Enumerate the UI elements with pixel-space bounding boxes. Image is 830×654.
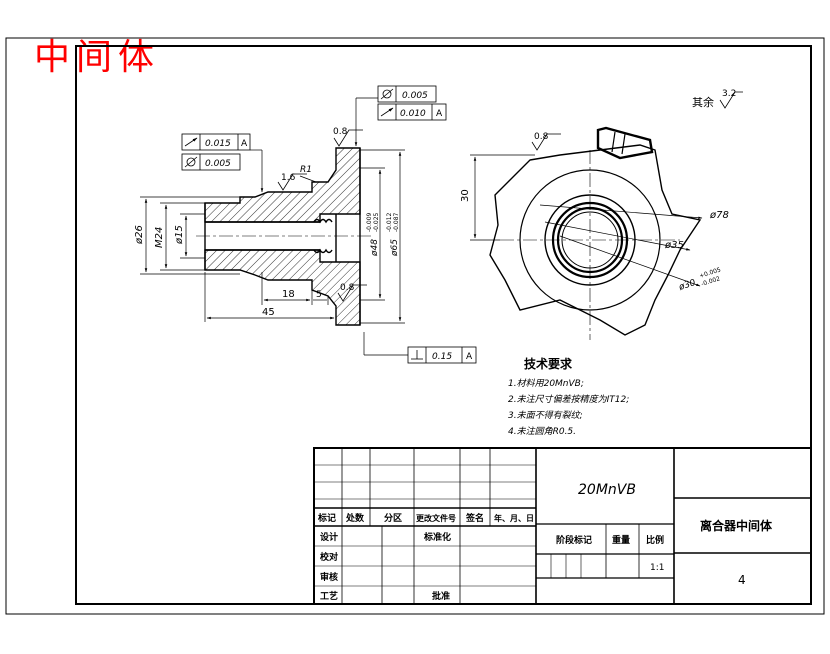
tooth-window [596,126,654,160]
gtol-left-row1: 0.015 [205,139,231,149]
label-approve: 批准 [432,590,450,602]
tech-item-2: 2.未注尺寸偏差按精度为IT12; [508,394,629,405]
gtol-top-row2-ref: A [436,109,443,119]
label-standard: 标准化 [423,531,451,543]
dim-len18: 18 [282,289,295,300]
roughness-1-6: 1.6 [281,173,296,183]
dim-d65-tol-upper: -0.012 [386,212,393,232]
part-name: 离合器中间体 [700,518,773,533]
gtol-left-row1-ref: A [241,139,248,149]
section-view [204,147,361,326]
title-block [313,447,812,605]
roughness-symbols [277,91,743,302]
dim-d35: ø35 [664,240,684,251]
label-sign: 签名 [465,512,484,524]
tech-item-1: 1.材料用20MnVB; [508,378,584,389]
dim-m24: M24 [154,227,165,248]
dim-h30: 30 [460,189,471,202]
roughness-0-8-end: 0.8 [534,132,549,142]
roughness-rest-value: 3.2 [722,89,736,99]
section-lower-hatch [204,249,361,326]
gtol-frames [181,85,477,364]
section-dimensions [140,97,408,356]
dim-d78: ø78 [709,210,729,221]
dim-len45: 45 [262,307,275,318]
gtol-bottom-ref: A [466,352,473,362]
end-view-dimensions [470,154,703,287]
roughness-0-8-top: 0.8 [333,127,348,137]
outer-border [5,37,825,615]
gtol-bottom: 0.15 [432,352,452,362]
label-change-doc: 更改文件号 [416,513,456,523]
label-ratio: 比例 [646,534,664,546]
roughness-0-8-flange: 0.8 [340,283,355,293]
gtol-left-row2: 0.005 [205,159,231,169]
tech-item-3: 3.未面不得有裂纹; [508,410,583,421]
material: 20MnVB [578,482,636,498]
dim-r1: R1 [300,165,312,175]
end-view-centerlines [500,150,680,340]
label-zone: 分区 [384,512,402,524]
dim-d26: ø26 [134,225,145,245]
drawing-name-overlay: 中间体 [34,37,161,78]
dim-d48: ø48 [370,239,380,257]
label-mark: 标记 [317,512,336,524]
label-weight: 重量 [612,534,630,546]
roughness-rest-label: 其余 [692,95,714,109]
tech-heading: 技术要求 [524,356,573,371]
dim-len5: 5 [316,290,322,300]
tech-item-4: 4.未注圆角R0.5. [508,426,576,437]
end-view-outline [489,144,702,336]
dim-d15: ø15 [174,225,185,245]
dim-d48-tol-upper: -0.009 [366,212,373,232]
label-review: 审核 [320,571,338,583]
gtol-top-row1: 0.005 [402,91,428,101]
label-stage: 阶段标记 [556,534,592,546]
section-upper-hatch [204,147,361,223]
thread-grooves [313,218,333,254]
label-count: 处数 [345,512,365,524]
label-date: 年、月、日 [494,513,534,523]
label-process: 工艺 [320,590,338,602]
scale-value: 1:1 [650,563,664,573]
dim-d65: ø65 [390,239,400,257]
dim-d65-tol-lower: -0.087 [393,212,400,232]
label-design: 设计 [320,531,338,543]
sheet-number: 4 [738,573,746,587]
gtol-top-row2: 0.010 [400,109,426,119]
dim-d30: ø30 [677,278,697,293]
label-check: 校对 [320,551,338,563]
dim-d48-tol-lower: -0.025 [373,212,380,232]
